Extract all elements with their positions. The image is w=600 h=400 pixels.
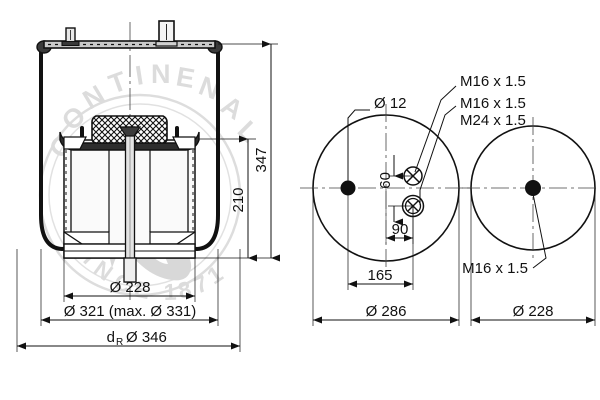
piston-rim-chamfer-left xyxy=(63,136,87,150)
dim-dia-321: Ø 321 (max. Ø 331) xyxy=(40,249,219,326)
svg-text:1: 1 xyxy=(163,279,177,305)
air-port-leader xyxy=(347,109,370,188)
top-cover-plate xyxy=(43,40,216,49)
svg-text:N: N xyxy=(151,59,171,89)
dim-dia-346: d R Ø 346 xyxy=(16,249,241,352)
dim-346-subscript: R xyxy=(116,337,123,348)
dim-stud-offset-90: 90 xyxy=(385,188,414,244)
dim-286-label: Ø 286 xyxy=(366,303,407,320)
dim-height-347: 347 xyxy=(195,40,280,262)
stud-lower-label-2: M24 x 1.5 xyxy=(460,112,526,129)
top-stud-short xyxy=(61,27,80,47)
bottom-plate-view-group: M16 x 1.5 Ø 228 xyxy=(462,117,600,326)
dim-stud-spacing-60: 60 xyxy=(377,155,413,226)
piston-base-left xyxy=(63,231,110,245)
dim-dia-286: Ø 286 xyxy=(312,188,460,326)
piston-gusset-right xyxy=(176,231,196,245)
rod-head xyxy=(118,126,142,137)
dim-210-label: 210 xyxy=(230,187,247,212)
dim-90-label: 90 xyxy=(392,221,409,238)
stud-lower-leader xyxy=(419,105,457,205)
dim-dia-228-bottom: Ø 228 xyxy=(470,188,596,326)
air-port-label: Ø 12 xyxy=(374,95,407,112)
piston-gusset-left xyxy=(63,231,83,245)
bottom-thread-leader xyxy=(532,193,547,269)
stud-upper-leader xyxy=(414,85,457,173)
piston-rim-chamfer-right xyxy=(172,136,196,150)
dim-60-label: 60 xyxy=(377,172,394,189)
piston-base-right xyxy=(149,231,196,245)
dim-165-label: 165 xyxy=(367,267,392,284)
bottom-center-thread-hole xyxy=(525,180,541,196)
top-stud-tall xyxy=(155,20,178,47)
rod-thread-end xyxy=(123,257,137,283)
dim-port-offset-165: 165 xyxy=(347,188,414,290)
stud-upper-label: M16 x 1.5 xyxy=(460,73,526,90)
dim-321-label: Ø 321 (max. Ø 331) xyxy=(64,303,197,320)
dim-347-label: 347 xyxy=(253,147,270,172)
dim-height-210: 210 xyxy=(199,135,257,262)
dim-346-label: Ø 346 xyxy=(126,329,167,346)
bottom-thread-label: M16 x 1.5 xyxy=(462,260,528,277)
dim-dia-228: Ø 228 xyxy=(63,258,196,302)
stud-lower-label-1: M16 x 1.5 xyxy=(460,95,526,112)
top-plate-view-group: Ø 12 M16 x 1.5 M16 x 1.5 M24 x 1.5 60 xyxy=(300,73,526,326)
dim-228-label: Ø 228 xyxy=(110,279,151,296)
dim-228-bottom-label: Ø 228 xyxy=(513,303,554,320)
section-view-group: 347 210 Ø 228 Ø 321 (max. Ø 331) d xyxy=(16,20,280,352)
svg-text:E: E xyxy=(174,61,197,94)
dim-346-prefix: d xyxy=(107,329,115,346)
